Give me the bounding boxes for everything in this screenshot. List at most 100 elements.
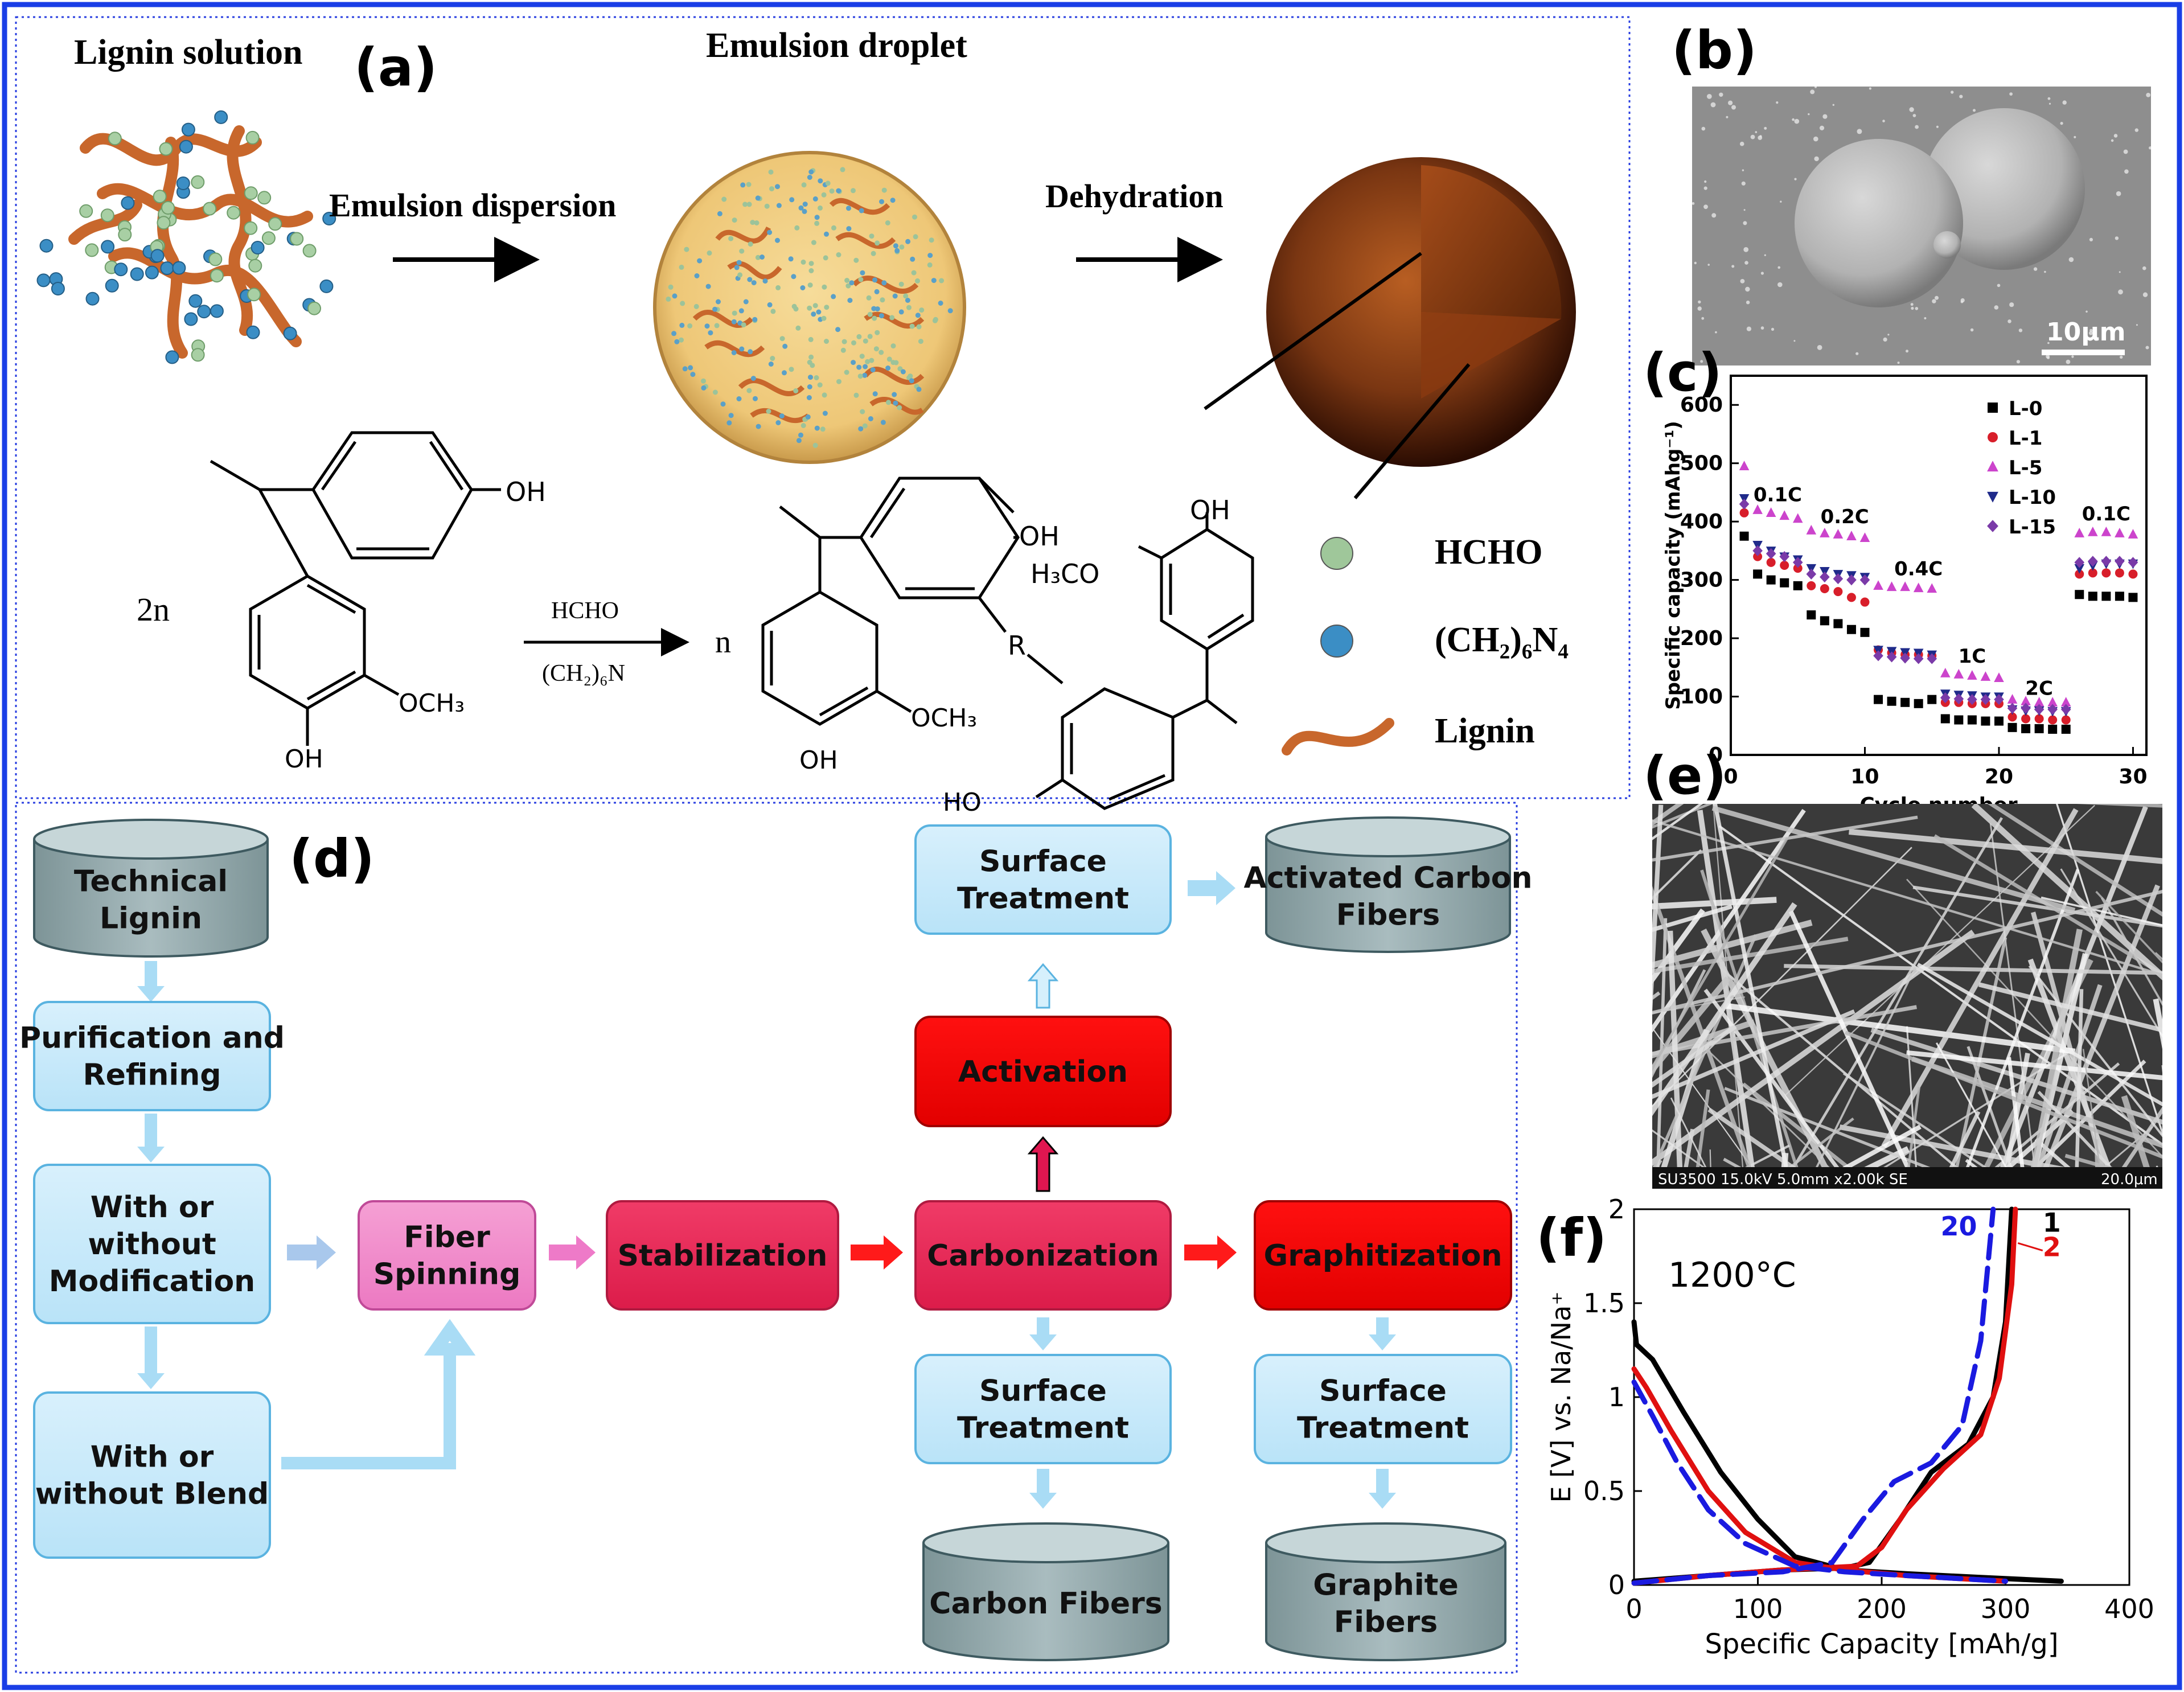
droplet-dot: [906, 305, 912, 310]
sem-speck: [1912, 114, 1916, 117]
chart-c-point-L-15: [1927, 653, 1937, 664]
panel-b-label: (b): [1672, 20, 1757, 81]
chart-c-point-L-15: [1913, 653, 1924, 664]
fiber: [2001, 1053, 2030, 1189]
droplet-dot: [851, 188, 856, 194]
droplet-dot: [919, 307, 925, 313]
sem-speck: [1794, 178, 1797, 180]
molecule-dot: [172, 261, 186, 275]
chart-c-point-L-0: [2021, 724, 2031, 733]
droplet-dot: [705, 284, 711, 289]
droplet-dot: [840, 347, 846, 353]
chart-c-point-L-15: [1752, 545, 1763, 556]
droplet-dot: [873, 346, 879, 352]
chart-c-point-L-0: [1820, 616, 1829, 626]
sem-speck: [2146, 93, 2151, 97]
molecule-dot: [108, 132, 122, 146]
chart-f-xtick-label: 200: [1857, 1594, 1907, 1624]
chart-c-point-L-15: [1806, 568, 1817, 580]
droplet-dot: [913, 234, 918, 240]
sem-speck: [1997, 284, 2001, 288]
droplet-dot: [938, 301, 943, 306]
legend-label-1: (CH₂)₆N₄: [1435, 621, 1569, 659]
droplet-dot: [857, 373, 863, 379]
stabilization-box: [606, 1200, 839, 1311]
droplet-dot: [807, 384, 812, 389]
molecule-dot: [130, 267, 144, 281]
chart-c-point-L-0: [1833, 619, 1843, 629]
droplet-dot: [831, 225, 836, 231]
sem-speck: [2018, 328, 2023, 332]
droplet-dot: [910, 256, 916, 262]
surface-treatment-right-box: [1254, 1354, 1512, 1464]
sem-speck: [2033, 267, 2038, 271]
activation-box: [914, 1016, 1172, 1127]
activated-carbon-fibers-cylinder-text: Activated Carbon: [1243, 861, 1532, 896]
droplet-dot: [714, 323, 720, 328]
sem-speck: [2074, 135, 2076, 138]
chart-c-point-L-15: [1873, 650, 1883, 662]
chart-c-point-L-15: [1967, 694, 1977, 705]
arrow-lignin-to-purification: [137, 961, 165, 1002]
droplet-dot: [875, 306, 880, 312]
droplet-dot: [856, 334, 862, 339]
sem-speck: [1959, 95, 1963, 98]
sem-speck: [1742, 169, 1744, 171]
chart-f-curve-2: [1631, 1206, 2018, 1586]
chart-c-point-L-0: [1807, 610, 1816, 620]
droplet-dot: [732, 310, 737, 316]
sem-speck: [1741, 181, 1746, 186]
chart-f-curve-label-20: 20: [1940, 1211, 1977, 1242]
temperature-label: 1200°C: [1668, 1255, 1796, 1295]
droplet-dot: [789, 197, 795, 203]
surface-treatment-right-box-text: Surface: [1319, 1374, 1447, 1408]
product-oh-3: OH: [799, 746, 838, 775]
molecule-dot: [100, 208, 114, 223]
droplet-dot: [911, 270, 917, 276]
chart-c-legend-label: L-1: [2009, 427, 2042, 450]
droplet-dot: [753, 396, 758, 401]
sem-e-caption-right: 20.0μm: [2101, 1171, 2158, 1188]
molecule-dot: [188, 294, 203, 308]
sem-speck: [1994, 305, 1999, 310]
molecule-dot: [197, 305, 211, 319]
droplet-dot: [731, 319, 737, 325]
droplet-dot: [775, 184, 780, 190]
sem-speck: [1855, 352, 1859, 355]
molecule-dot: [268, 217, 282, 231]
fiber: [1652, 889, 2162, 1015]
chart-c-frame: [1730, 375, 2148, 756]
fiber: [1723, 1157, 1781, 1189]
chart-c-point-L-0: [1927, 695, 1937, 704]
droplet-dot: [886, 400, 891, 405]
droplet-dot: [851, 360, 856, 365]
droplet-dot: [684, 247, 689, 252]
droplet-dot: [679, 337, 684, 343]
reactant-structure: [210, 431, 501, 746]
droplet-dot: [800, 259, 806, 265]
chart-c-point-L-5: [1994, 672, 2004, 682]
droplet-dot: [808, 336, 814, 342]
sem-speck: [2149, 146, 2151, 150]
molecule-dot: [165, 350, 179, 364]
chart-c-legend-marker-L-5: [1987, 461, 1998, 472]
droplet-dot: [814, 220, 820, 226]
droplet-dot: [796, 438, 802, 443]
sem-speck: [2047, 97, 2051, 100]
fiber: [1652, 808, 1806, 1033]
chart-c-point-L-0: [2008, 722, 2017, 732]
chart-c-point-L-5: [1967, 670, 1977, 680]
sem-speck: [2071, 355, 2074, 358]
chart-c-ytick-label: 100: [1680, 685, 1723, 709]
sem-speck: [1808, 113, 1810, 116]
droplet-dot: [694, 273, 700, 278]
droplet-dot: [755, 195, 761, 201]
molecule-dot: [257, 191, 272, 205]
chart-c-ytick-label: 0: [1709, 744, 1723, 767]
molecule-dot: [210, 269, 224, 283]
droplet-dot: [721, 196, 727, 202]
surface-treatment-mid-box-text: Surface: [979, 1374, 1107, 1408]
fiber: [1652, 815, 1918, 862]
technical-lignin-cylinder: [33, 839, 269, 958]
